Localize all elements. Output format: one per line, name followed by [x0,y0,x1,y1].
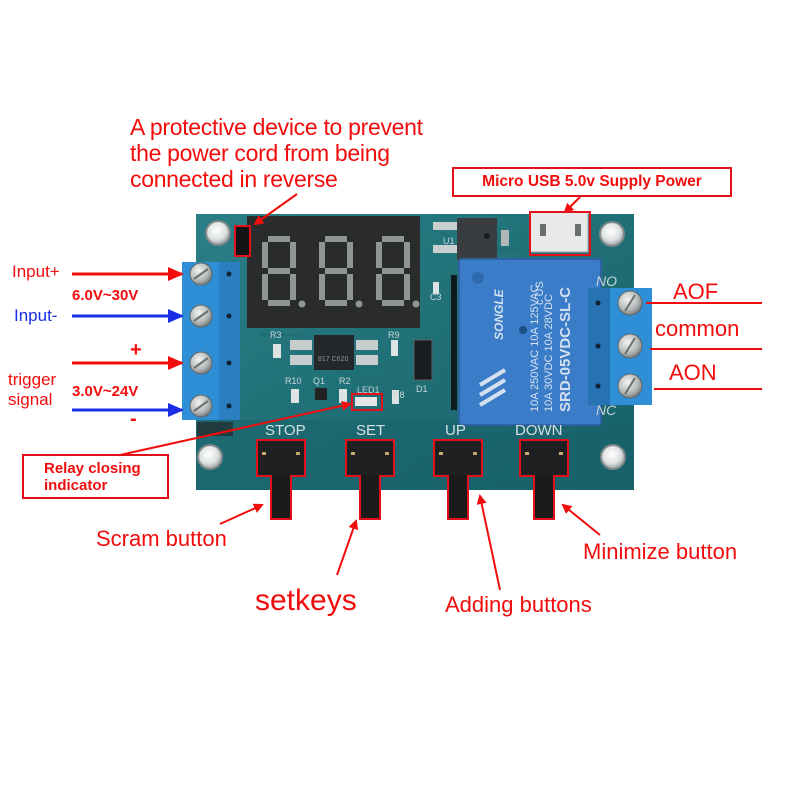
display-digit [319,236,363,308]
relay: SRD-05VDC-SL-C 10A 30VDC 10A 28VDC 10A 2… [458,258,602,426]
relay-led [355,397,377,406]
trigger-signal-line-2: signal [8,390,53,409]
silk-led1: LED1 [357,385,380,395]
tact-button-stop[interactable] [256,439,306,520]
voltage-regulator [433,218,509,260]
minimize-button-label: Minimize button [583,539,738,564]
terminal-screw[interactable] [189,351,232,375]
protective-note-line-2: the power cord from being [130,140,390,166]
silk-r2: R2 [339,376,351,386]
button-highlight [519,439,569,520]
trigger-voltage-label: 3.0V~24V [72,383,139,400]
relay-led-highlight [351,393,383,411]
silkscreen-labels: R3 R9 R10 Q1 R2 LED1 R8 D1 C3 U1 [270,236,455,400]
relay-rating-ac: 10A 250VAC 10A 125VAC [529,285,541,412]
terminal-no-label: NO [596,273,617,289]
protective-device-note: A protective device to prevent the power… [130,116,423,194]
button-silk-labels: STOP SET UP DOWN [265,422,563,439]
tact-button-set[interactable] [345,439,395,520]
arrow-relay-indicator [119,400,352,456]
relay-model-text: SRD-05VDC-SL-C [557,287,574,412]
arrow-protective-device [253,193,298,226]
relay-indicator-callout: Relay closing indicator [22,454,169,499]
adding-buttons-label: Adding buttons [445,592,592,617]
arrow-usb [563,196,581,214]
silk-u1: U1 [443,236,455,246]
terminal-screw[interactable] [595,333,643,359]
reverse-protection-diode [235,226,250,256]
decimal-point [355,300,363,308]
aon-label: AON [669,360,717,385]
display-digit [376,236,420,308]
relay-rating-dc: 10A 30VDC 10A 28VDC [543,294,555,412]
optocoupler-label: 817 C620 [318,356,348,363]
silk-r8: R8 [393,390,405,400]
usb-highlight [529,211,591,256]
trigger-signal-line-1: trigger [8,370,57,389]
silk-d1: D1 [416,384,428,394]
relay-indicator-line-2: indicator [44,477,108,494]
decimal-point [412,300,420,308]
arrow-adding [476,494,501,591]
mounting-hole-top-right [599,221,625,247]
decimal-point [298,300,306,308]
songle-logo-icon [478,368,507,407]
input-minus-label: Input- [14,306,58,325]
optocoupler: 817 C620 [290,335,378,370]
terminal-screw[interactable] [189,262,232,286]
silk-r9: R9 [388,330,400,340]
micro-usb-port [529,211,591,256]
stop-silk-label: STOP [265,422,306,439]
silk-q1: Q1 [313,376,325,386]
tact-button-up[interactable] [433,439,483,520]
protective-note-line-3: connected in reverse [130,166,338,192]
down-silk-label: DOWN [515,422,563,439]
up-silk-label: UP [445,422,466,439]
input-terminal-block [182,262,240,420]
annotation-arrows [72,193,762,591]
terminal-screw[interactable] [189,394,232,418]
input-voltage-label: 6.0V~30V [72,287,139,304]
diode-d1 [413,339,433,381]
trigger-plus-label: + [130,339,142,361]
aof-label: AOF [673,279,719,304]
mounting-hole-bottom-right [600,444,626,470]
output-terminal-block [588,288,652,405]
terminal-screw[interactable] [595,290,643,316]
button-highlight [433,439,483,520]
button-highlight [256,439,306,520]
setkeys-label: setkeys [255,584,357,617]
mounting-hole-bottom-left [197,444,223,470]
mounting-holes [197,220,626,470]
terminal-nc-label: NC [596,402,617,418]
arrow-scram [219,503,264,525]
mounting-hole-top-left [205,220,231,246]
silk-r3: R3 [270,330,282,340]
display-digits [262,236,420,308]
common-label: common [655,316,740,341]
terminal-screw[interactable] [595,373,643,399]
protective-note-line-1: A protective device to prevent [130,114,423,140]
trigger-signal-label: trigger signal [8,370,56,410]
relay-cert-mark: c US [534,281,546,305]
tact-button-down[interactable] [519,439,569,520]
silk-r10: R10 [285,376,302,386]
arrow-minimize [561,503,601,536]
reverse-protection-highlight [234,225,251,257]
smd-components [273,282,439,404]
button-highlight [345,439,395,520]
seven-segment-display [247,216,420,328]
usb-supply-callout: Micro USB 5.0v Supply Power [452,167,732,197]
set-silk-label: SET [356,422,385,439]
arrow-setkeys [336,519,359,576]
terminal-screw[interactable] [189,304,232,328]
relay-brand: SONGLE [492,288,506,340]
scram-button-label: Scram button [96,526,227,551]
display-digit [262,236,306,308]
relay-slot [451,275,457,410]
trigger-minus-label: - [130,408,137,430]
relay-indicator-line-1: Relay closing [44,460,141,477]
input-plus-label: Input+ [12,262,60,281]
silk-c3: C3 [430,292,442,302]
